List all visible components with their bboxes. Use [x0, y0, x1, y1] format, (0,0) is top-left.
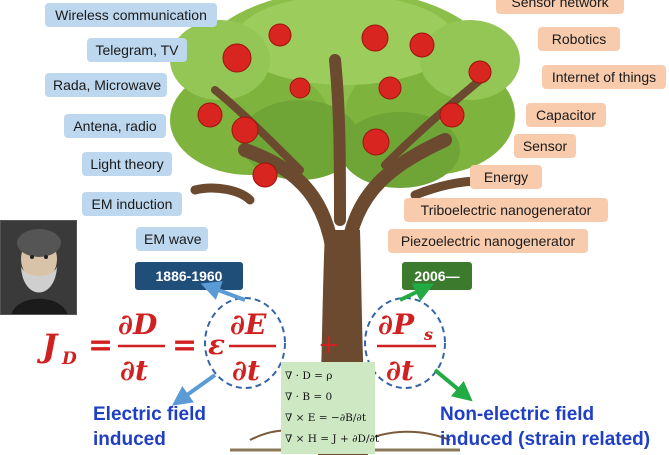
apple — [378, 76, 402, 100]
portrait-sketch — [1, 221, 76, 314]
formula-lhs: J — [36, 327, 59, 365]
apple — [361, 24, 389, 52]
apples — [197, 23, 492, 188]
apple — [231, 116, 259, 144]
caption-right-line-2: induced (strain related) — [440, 429, 651, 450]
arrow-to-caption-left — [171, 373, 217, 406]
left-tag-rada-microwave: Rada, Microwave — [45, 73, 167, 97]
apple — [409, 32, 435, 58]
caption-left-line-2: induced — [93, 429, 166, 450]
left-tag-em-induction: EM induction — [82, 192, 182, 216]
formula-dp-num: ∂P — [378, 308, 415, 341]
caption-left-line-1: Electric field — [93, 404, 206, 425]
arrow-to-era-left — [200, 281, 246, 302]
left-tag-light-theory: Light theory — [82, 152, 172, 176]
apple — [197, 102, 223, 128]
formula-dp-sub: s — [423, 325, 433, 344]
arrow-to-caption-right — [433, 368, 473, 402]
formula-epsilon: ε — [208, 328, 225, 361]
apple — [439, 102, 465, 128]
right-tag-internet-of-things: Internet of things — [542, 65, 666, 89]
apple — [468, 60, 492, 84]
right-tag-sensor-network: Sensor network — [496, 0, 624, 14]
maxwell-eq-2: ∇ · B = 0 — [285, 391, 333, 403]
maxwell-eq-1: ∇ · D = ρ — [285, 370, 333, 382]
maxwell-equations-box: ∇ · D = ρ ∇ · B = 0 ∇ × E = −∂B/∂t ∇ × H… — [281, 362, 380, 454]
apple — [289, 77, 311, 99]
apple — [268, 23, 292, 47]
formula-de-num: ∂E — [230, 308, 267, 341]
left-tag-telegram-tv: Telegram, TV — [87, 38, 187, 62]
apple — [252, 162, 278, 188]
right-tag-capacitor: Capacitor — [526, 103, 606, 127]
formula-dd-num: ∂D — [118, 308, 158, 341]
right-tag-piezoelectric-nanogenerator: Piezoelectric nanogenerator — [388, 229, 588, 253]
right-tag-triboelectric-nanogenerator: Triboelectric nanogenerator — [404, 198, 608, 222]
maxwell-eq-4: ∇ × H = J + ∂D/∂t — [285, 433, 380, 445]
formula-dp-den: ∂t — [386, 354, 414, 387]
caption-right-line-1: Non-electric field — [440, 404, 595, 425]
caption-right: Non-electric field induced (strain relat… — [440, 402, 650, 452]
era-left: 1886-1960 — [135, 262, 243, 290]
formula-eq-1: = — [88, 328, 113, 363]
arrow-to-era-right — [399, 283, 435, 302]
left-tag-antena-radio: Antena, radio — [64, 114, 166, 138]
formula-dd-den: ∂t — [120, 354, 148, 387]
formula-de-den: ∂t — [232, 354, 260, 387]
left-tag-em-wave: EM wave — [136, 227, 208, 251]
apple — [222, 43, 252, 73]
formula-plus: + — [318, 330, 340, 360]
right-tag-energy: Energy — [470, 165, 542, 189]
maxwell-portrait — [0, 220, 77, 315]
right-tag-sensor: Sensor — [514, 134, 576, 158]
right-tag-robotics: Robotics — [538, 27, 620, 51]
formula-lhs-sub: D — [61, 349, 77, 369]
apple — [362, 128, 390, 156]
formula-eq-2: = — [172, 328, 197, 363]
maxwell-eq-3: ∇ × E = −∂B/∂t — [285, 412, 367, 424]
left-tag-wireless-communication: Wireless communication — [45, 3, 217, 27]
caption-left: Electric field induced — [93, 402, 206, 452]
